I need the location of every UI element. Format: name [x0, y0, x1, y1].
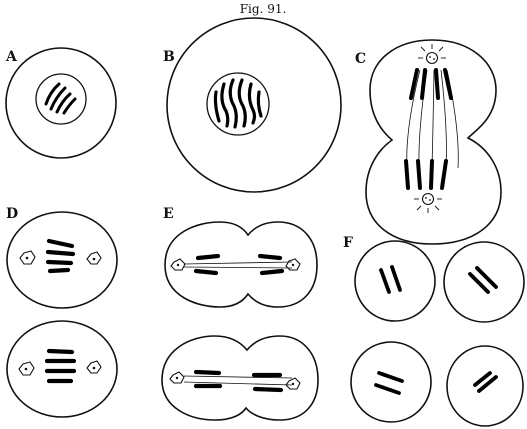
chromosome: [381, 270, 389, 292]
centrosome-top: [418, 44, 446, 64]
chromosome: [392, 267, 400, 290]
chromosome: [239, 80, 245, 126]
chromosome: [249, 84, 254, 123]
panel-label-d: D: [6, 206, 18, 222]
chromosome: [411, 70, 417, 98]
chromosome: [64, 99, 75, 113]
panel-d-cell-bottom: [7, 321, 117, 417]
chromosome: [230, 80, 236, 127]
panel-f-cell-1: [355, 241, 435, 321]
chromosome: [48, 262, 71, 263]
panel-f-cell-2: [444, 242, 524, 322]
panel-f-cell-4: [447, 346, 523, 426]
cell-membrane: [165, 222, 317, 307]
panel-label-b: B: [163, 49, 175, 65]
chromosome: [49, 241, 72, 246]
cell-membrane: [167, 18, 341, 192]
chromosome: [260, 256, 280, 258]
chromosome: [442, 161, 446, 188]
panel-a-cell: [6, 48, 116, 158]
chromosome: [222, 84, 228, 126]
centrosome: [423, 194, 434, 205]
spindle-fiber: [184, 262, 292, 264]
spindle-fiber: [441, 70, 446, 168]
spindle-fiber: [432, 70, 434, 168]
centrosome: [427, 53, 438, 64]
panel-label-c: C: [355, 51, 366, 67]
chromosome: [50, 270, 68, 271]
chromosome: [262, 271, 282, 273]
chromosome: [418, 161, 420, 188]
panel-label-f: F: [343, 235, 353, 251]
panel-e-cell-top: [165, 222, 317, 307]
chromosome: [196, 271, 216, 273]
chromosome: [46, 84, 59, 104]
cell-membrane: [444, 242, 524, 322]
chromosome: [196, 372, 219, 373]
chromosome: [49, 351, 72, 352]
panel-f-cell-3: [351, 342, 431, 422]
cell-membrane: [7, 212, 117, 308]
panel-e-cell-bottom: [162, 336, 318, 420]
chromosome: [48, 252, 73, 254]
chromosome: [379, 373, 402, 381]
chromosome: [198, 256, 218, 258]
centrosome-bottom: [414, 194, 442, 214]
chromosome: [255, 389, 281, 390]
panel-c-cell: [366, 40, 501, 244]
panel-b-cell: [167, 18, 341, 192]
cell-membrane: [351, 342, 431, 422]
spindle-fiber: [184, 267, 292, 268]
panel-label-e: E: [163, 206, 174, 222]
panel-d-cell-top: [7, 212, 117, 308]
cell-membrane: [366, 40, 501, 244]
chromosome: [436, 70, 438, 98]
chromosome: [258, 92, 261, 116]
chromosome: [431, 161, 432, 188]
chromosome: [376, 385, 399, 393]
figure-title: Fig. 91.: [240, 2, 287, 16]
chromosome: [406, 161, 408, 188]
chromosome: [422, 70, 425, 98]
chromosome: [215, 92, 219, 121]
panel-label-a: A: [5, 49, 18, 65]
nucleus: [36, 74, 86, 124]
